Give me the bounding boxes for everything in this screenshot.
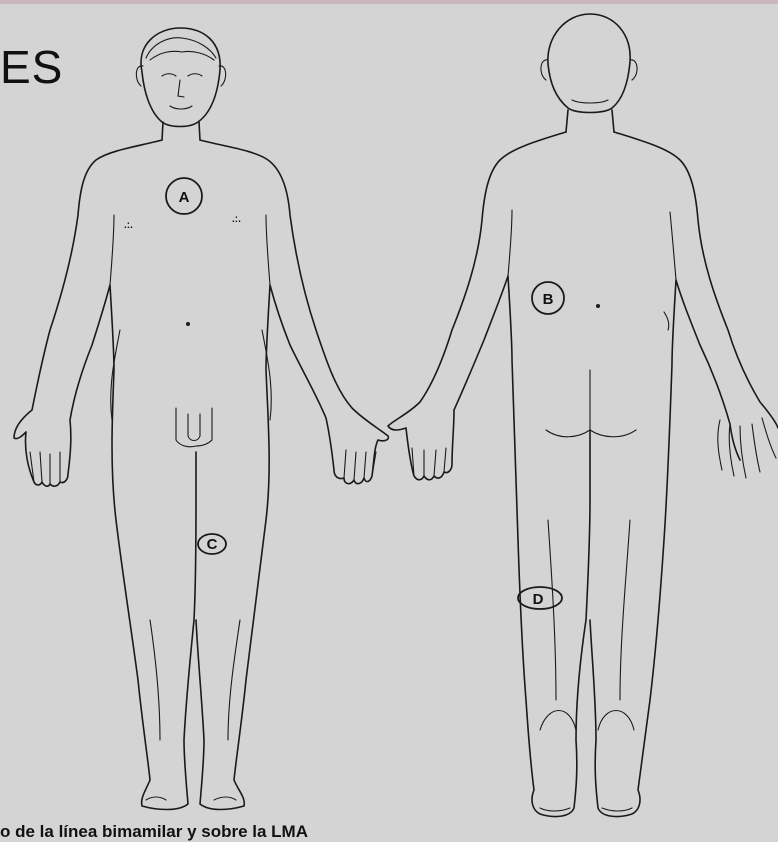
figure-caption: o de la línea bimamilar y sobre la LMA bbox=[0, 822, 778, 842]
svg-text:D: D bbox=[533, 591, 544, 608]
svg-text:C: C bbox=[207, 536, 218, 553]
svg-text:B: B bbox=[543, 291, 554, 308]
marker-b: B bbox=[532, 282, 564, 314]
svg-text:.:.: .:. bbox=[232, 214, 241, 225]
svg-text:A: A bbox=[179, 189, 190, 206]
front-body-figure: .:. .:. bbox=[14, 28, 388, 810]
svg-text:.:.: .:. bbox=[124, 220, 133, 231]
marker-c: C bbox=[198, 534, 226, 554]
back-body-figure bbox=[388, 14, 778, 816]
marker-d: D bbox=[518, 587, 562, 609]
marker-a: A bbox=[166, 178, 202, 214]
